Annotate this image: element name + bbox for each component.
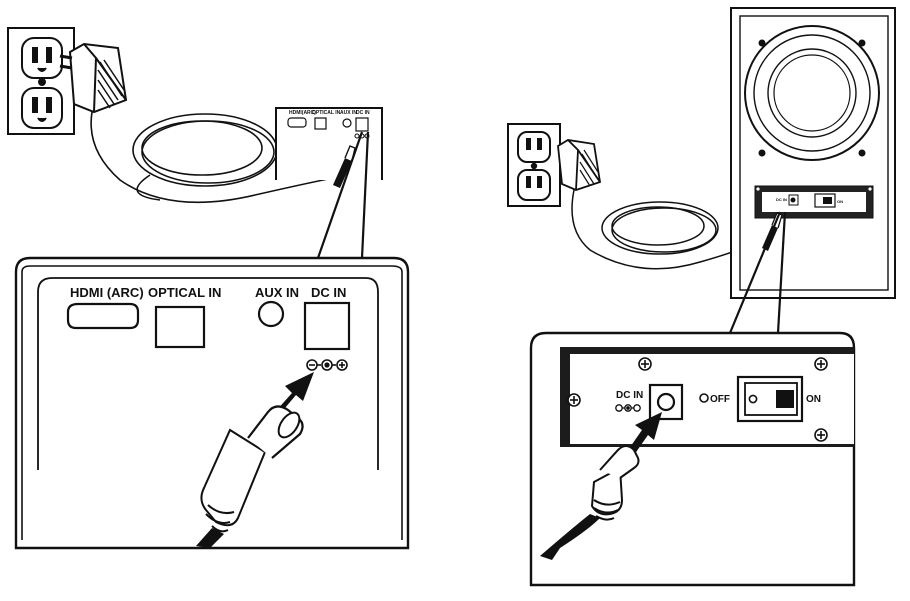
small-dc-label: DC IN [356, 110, 370, 116]
soundbar-panel-zoom: HDMI (ARC) OPTICAL IN AUX IN DC IN [14, 256, 410, 550]
left-scene: HDMI(ARC) OPTICAL IN AUX IN DC IN HDMI (… [7, 27, 410, 550]
small-hdmi-label: HDMI(ARC) [289, 110, 316, 116]
right-scene: DC IN ON DC IN [507, 7, 896, 587]
screw-icon [567, 357, 828, 442]
rocker-switch-icon [736, 375, 804, 423]
dc-in-port [303, 301, 351, 351]
dc-port-label: DC IN [311, 285, 346, 300]
aux-port-label: AUX IN [255, 285, 299, 300]
switch-off-label: OFF [710, 394, 730, 405]
small-aux-label: AUX IN [340, 110, 357, 116]
dc-in-label: DC IN [616, 390, 643, 401]
wall-outlet-icon [7, 27, 75, 135]
subwoofer-cabinet: DC IN ON [730, 7, 896, 299]
polarity-icon [306, 359, 348, 371]
optical-port [154, 305, 206, 349]
dc-in-port [648, 383, 684, 421]
dc-plug-icon [540, 445, 640, 560]
zoom-leader-left [316, 131, 370, 259]
hdmi-port-label: HDMI (ARC) [70, 285, 144, 300]
polarity-icon [615, 404, 641, 412]
push-arrow-icon [628, 412, 662, 455]
dc-plug-icon [196, 405, 304, 548]
power-adapter-icon [557, 139, 602, 191]
power-adapter-icon [59, 42, 128, 114]
switch-on-label: ON [806, 394, 821, 405]
wall-outlet-icon [507, 123, 561, 207]
small-dc-label: DC IN [776, 197, 787, 202]
speaker-cone-icon [744, 25, 880, 161]
zoom-leader-right [728, 211, 787, 334]
small-on-label: ON [837, 199, 843, 204]
hdmi-port [66, 302, 140, 330]
push-arrow-icon [275, 372, 314, 415]
aux-port [257, 300, 285, 328]
subwoofer-panel-zoom: DC IN OFF ON [529, 331, 856, 587]
optical-port-label: OPTICAL IN [148, 285, 221, 300]
small-optical-label: OPTICAL IN [312, 110, 341, 116]
